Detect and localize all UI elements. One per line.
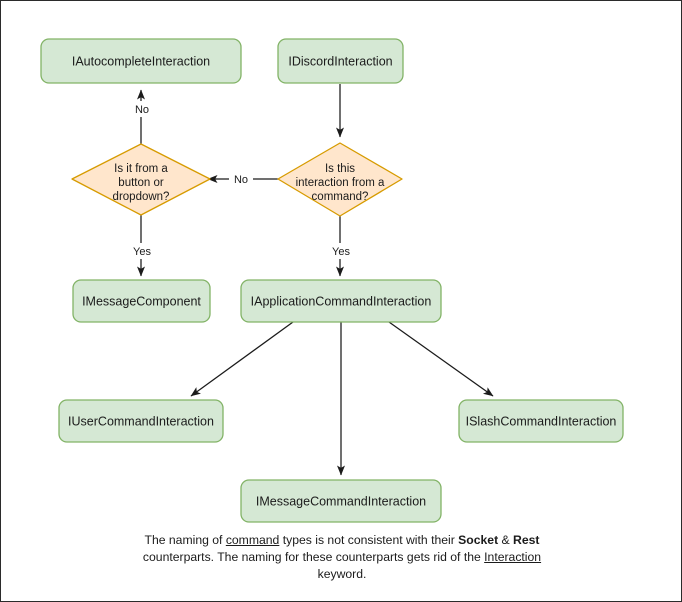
- node-application-command-interaction-shape[interactable]: [240, 279, 442, 323]
- edge-label-command-yes: Yes: [332, 246, 350, 258]
- caption-line3-part2: keyword.: [317, 567, 367, 581]
- node-slash-command-interaction-label: ISlashCommandInteraction: [466, 414, 617, 428]
- node-decision-from-command-shape[interactable]: [277, 142, 403, 217]
- edge-application-to-slash-command: [388, 321, 494, 397]
- node-decision-button-or-dropdown-line2: button or: [118, 177, 164, 189]
- caption-line1-part2: types is not consistent with their: [279, 533, 455, 547]
- node-decision-button-or-dropdown-line1: Is it from a: [114, 163, 168, 175]
- edge-label-button-yes: Yes: [133, 246, 151, 258]
- edge-button-no-to-autocomplete: No: [130, 89, 154, 144]
- node-slash-command-interaction[interactable]: ISlashCommandInteraction: [458, 399, 624, 443]
- edge-application-to-user-command: [190, 321, 294, 397]
- node-slash-command-interaction-shape[interactable]: [458, 399, 624, 443]
- edge-label-command-no: No: [234, 174, 248, 186]
- node-decision-button-or-dropdown-line3: dropdown?: [113, 191, 170, 203]
- caption-rest-keyword: Rest: [513, 533, 540, 547]
- node-message-component-shape[interactable]: [72, 279, 211, 323]
- node-autocomplete-interaction[interactable]: IAutocompleteInteraction: [40, 38, 242, 84]
- node-discord-interaction-label: IDiscordInteraction: [288, 54, 392, 68]
- node-message-command-interaction[interactable]: IMessageCommandInteraction: [240, 479, 442, 523]
- edge-label-button-no: No: [135, 104, 149, 116]
- caption-line2-rest: counterparts. The naming for these: [142, 550, 333, 564]
- node-message-component-label: IMessageComponent: [82, 294, 201, 308]
- node-user-command-interaction-label: IUserCommandInteraction: [68, 414, 214, 428]
- caption-ampersand: &: [498, 533, 514, 547]
- node-decision-button-or-dropdown-shape[interactable]: [71, 143, 211, 216]
- node-decision-from-command-line3: command?: [312, 191, 369, 203]
- node-application-command-interaction-label: IApplicationCommandInteraction: [251, 294, 432, 308]
- node-decision-from-command-line1: Is this: [325, 163, 355, 175]
- node-autocomplete-interaction-label: IAutocompleteInteraction: [72, 54, 210, 68]
- node-application-command-interaction[interactable]: IApplicationCommandInteraction: [240, 279, 442, 323]
- caption-line1-part1: The naming of: [144, 533, 226, 547]
- node-user-command-interaction[interactable]: IUserCommandInteraction: [58, 399, 224, 443]
- diagram-caption: The naming of command types is not consi…: [121, 532, 563, 583]
- node-discord-interaction[interactable]: IDiscordInteraction: [277, 38, 404, 84]
- edge-command-no-to-button-question: No: [207, 171, 278, 187]
- node-message-command-interaction-label: IMessageCommandInteraction: [256, 494, 426, 508]
- node-decision-from-command-line2: interaction from a: [296, 177, 385, 189]
- caption-command-keyword: command: [225, 533, 280, 547]
- caption-socket-keyword: Socket: [458, 533, 499, 547]
- caption-line3-part1: counterparts gets rid of the: [335, 550, 485, 564]
- edge-command-yes-to-application-command: Yes: [327, 215, 355, 277]
- node-message-component[interactable]: IMessageComponent: [72, 279, 211, 323]
- node-discord-interaction-shape[interactable]: [277, 38, 404, 84]
- node-message-command-interaction-shape[interactable]: [240, 479, 442, 523]
- node-autocomplete-interaction-shape[interactable]: [40, 38, 242, 84]
- caption-interaction-keyword: Interaction: [484, 550, 542, 564]
- node-decision-from-command[interactable]: Is this interaction from a command?: [277, 142, 403, 217]
- edge-button-yes-to-message-component: Yes: [128, 215, 156, 277]
- node-decision-button-or-dropdown[interactable]: Is it from a button or dropdown?: [71, 143, 211, 216]
- node-user-command-interaction-shape[interactable]: [58, 399, 224, 443]
